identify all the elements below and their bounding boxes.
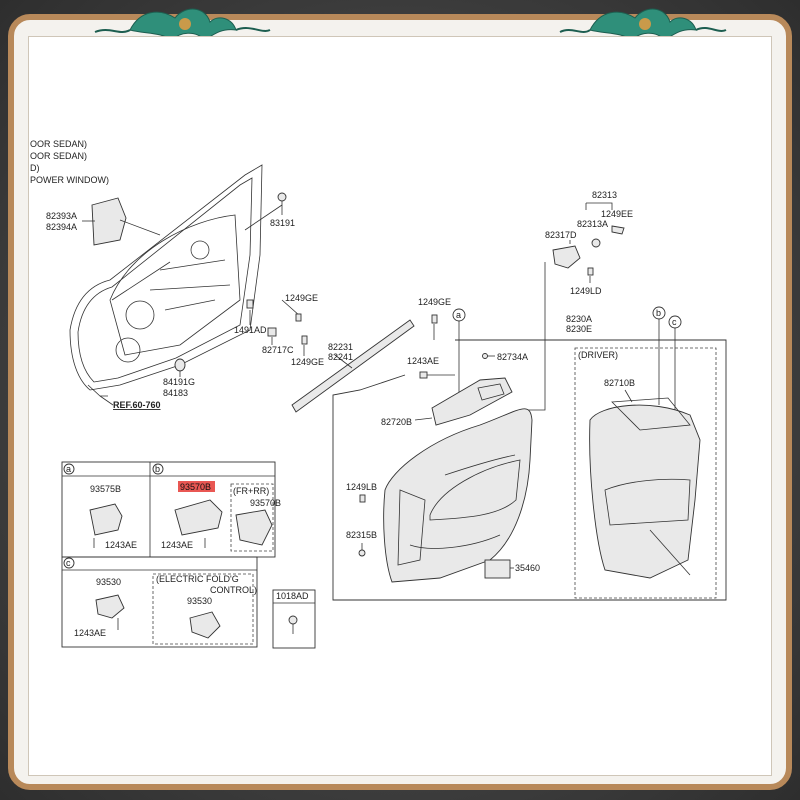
label-82393A: 82393A	[46, 211, 77, 221]
inset-a-key: a	[66, 464, 71, 474]
inset-c	[61, 556, 258, 648]
label-82241: 82241	[328, 352, 353, 362]
label-1249GE-a: 1249GE	[285, 293, 318, 303]
screw-1018AD	[288, 615, 298, 625]
label-84183: 84183	[163, 388, 188, 398]
label-8230E: 8230E	[566, 324, 592, 334]
label-82313: 82313	[592, 190, 617, 200]
inset-b-frrr-box	[230, 483, 274, 552]
inset-c-part: 93530	[96, 577, 121, 587]
label-82734A: 82734A	[497, 352, 528, 362]
highlight-93570B	[178, 481, 215, 492]
switch-93530-folding	[189, 611, 221, 639]
label-1243AE-top: 1243AE	[407, 356, 439, 366]
label-1249GE-c: 1249GE	[418, 297, 451, 307]
label-84191G: 84191G	[163, 377, 195, 387]
part-35460	[484, 559, 511, 579]
inset-c-key: c	[66, 558, 71, 568]
part-82393A	[91, 197, 127, 246]
switch-93575B	[89, 503, 123, 536]
label-35460: 35460	[515, 563, 540, 573]
driver-trim-panel	[589, 397, 701, 579]
label-1249LD: 1249LD	[570, 286, 602, 296]
switch-93530	[95, 594, 125, 619]
switch-93570B-frrr	[235, 509, 273, 546]
label-82720B: 82720B	[381, 417, 412, 427]
header-note-1: OOR SEDAN)	[30, 139, 87, 149]
header-note-4: POWER WINDOW)	[30, 175, 109, 185]
inset-b-subtitle: (FR+RR)	[233, 486, 269, 496]
door-frame-drawing	[69, 164, 263, 397]
label-1249LB: 1249LB	[346, 482, 377, 492]
label-83191: 83191	[270, 218, 295, 228]
label-8230A: 8230A	[566, 314, 592, 324]
label-82710B: 82710B	[604, 378, 635, 388]
callout-a: a	[456, 310, 461, 320]
label-82317D: 82317D	[545, 230, 577, 240]
label-82231: 82231	[328, 342, 353, 352]
header-note-2: OOR SEDAN)	[30, 151, 87, 161]
driver-subview	[574, 347, 717, 599]
inset-b-screw: 1243AE	[161, 540, 193, 550]
switch-93570B	[174, 499, 223, 536]
inset-c-subtitle-2: CONTROL)	[210, 585, 257, 595]
inset-b-key: b	[155, 464, 160, 474]
callout-b: b	[656, 308, 661, 318]
reference-label: REF.60-760	[113, 400, 161, 410]
driver-label: (DRIVER)	[578, 350, 618, 360]
label-1491AD: 1491AD	[234, 325, 267, 335]
label-82315B: 82315B	[346, 530, 377, 540]
callout-c: c	[672, 317, 677, 327]
label-1249EE: 1249EE	[601, 209, 633, 219]
inset-b-subpart: 93570B	[250, 498, 281, 508]
inset-d-part: 1018AD	[276, 591, 309, 601]
inset-c-folding-box	[152, 573, 254, 645]
label-1249GE-b: 1249GE	[291, 357, 324, 367]
inset-c-subpart: 93530	[187, 596, 212, 606]
inset-a-screw: 1243AE	[105, 540, 137, 550]
door-trim-panel	[383, 408, 533, 583]
label-82313A: 82313A	[577, 219, 608, 229]
inset-c-subtitle-1: (ELECTRIC FOLD'G	[156, 574, 239, 584]
inset-1018AD	[272, 589, 316, 649]
inset-a-part: 93575B	[90, 484, 121, 494]
part-82720B	[431, 377, 513, 426]
part-82231-strip	[291, 319, 415, 413]
label-82717C: 82717C	[262, 345, 294, 355]
header-note-3: D)	[30, 163, 40, 173]
label-82394A: 82394A	[46, 222, 77, 232]
part-82317D	[552, 245, 581, 269]
inset-b-part: 93570B	[180, 482, 211, 492]
inset-c-screw: 1243AE	[74, 628, 106, 638]
